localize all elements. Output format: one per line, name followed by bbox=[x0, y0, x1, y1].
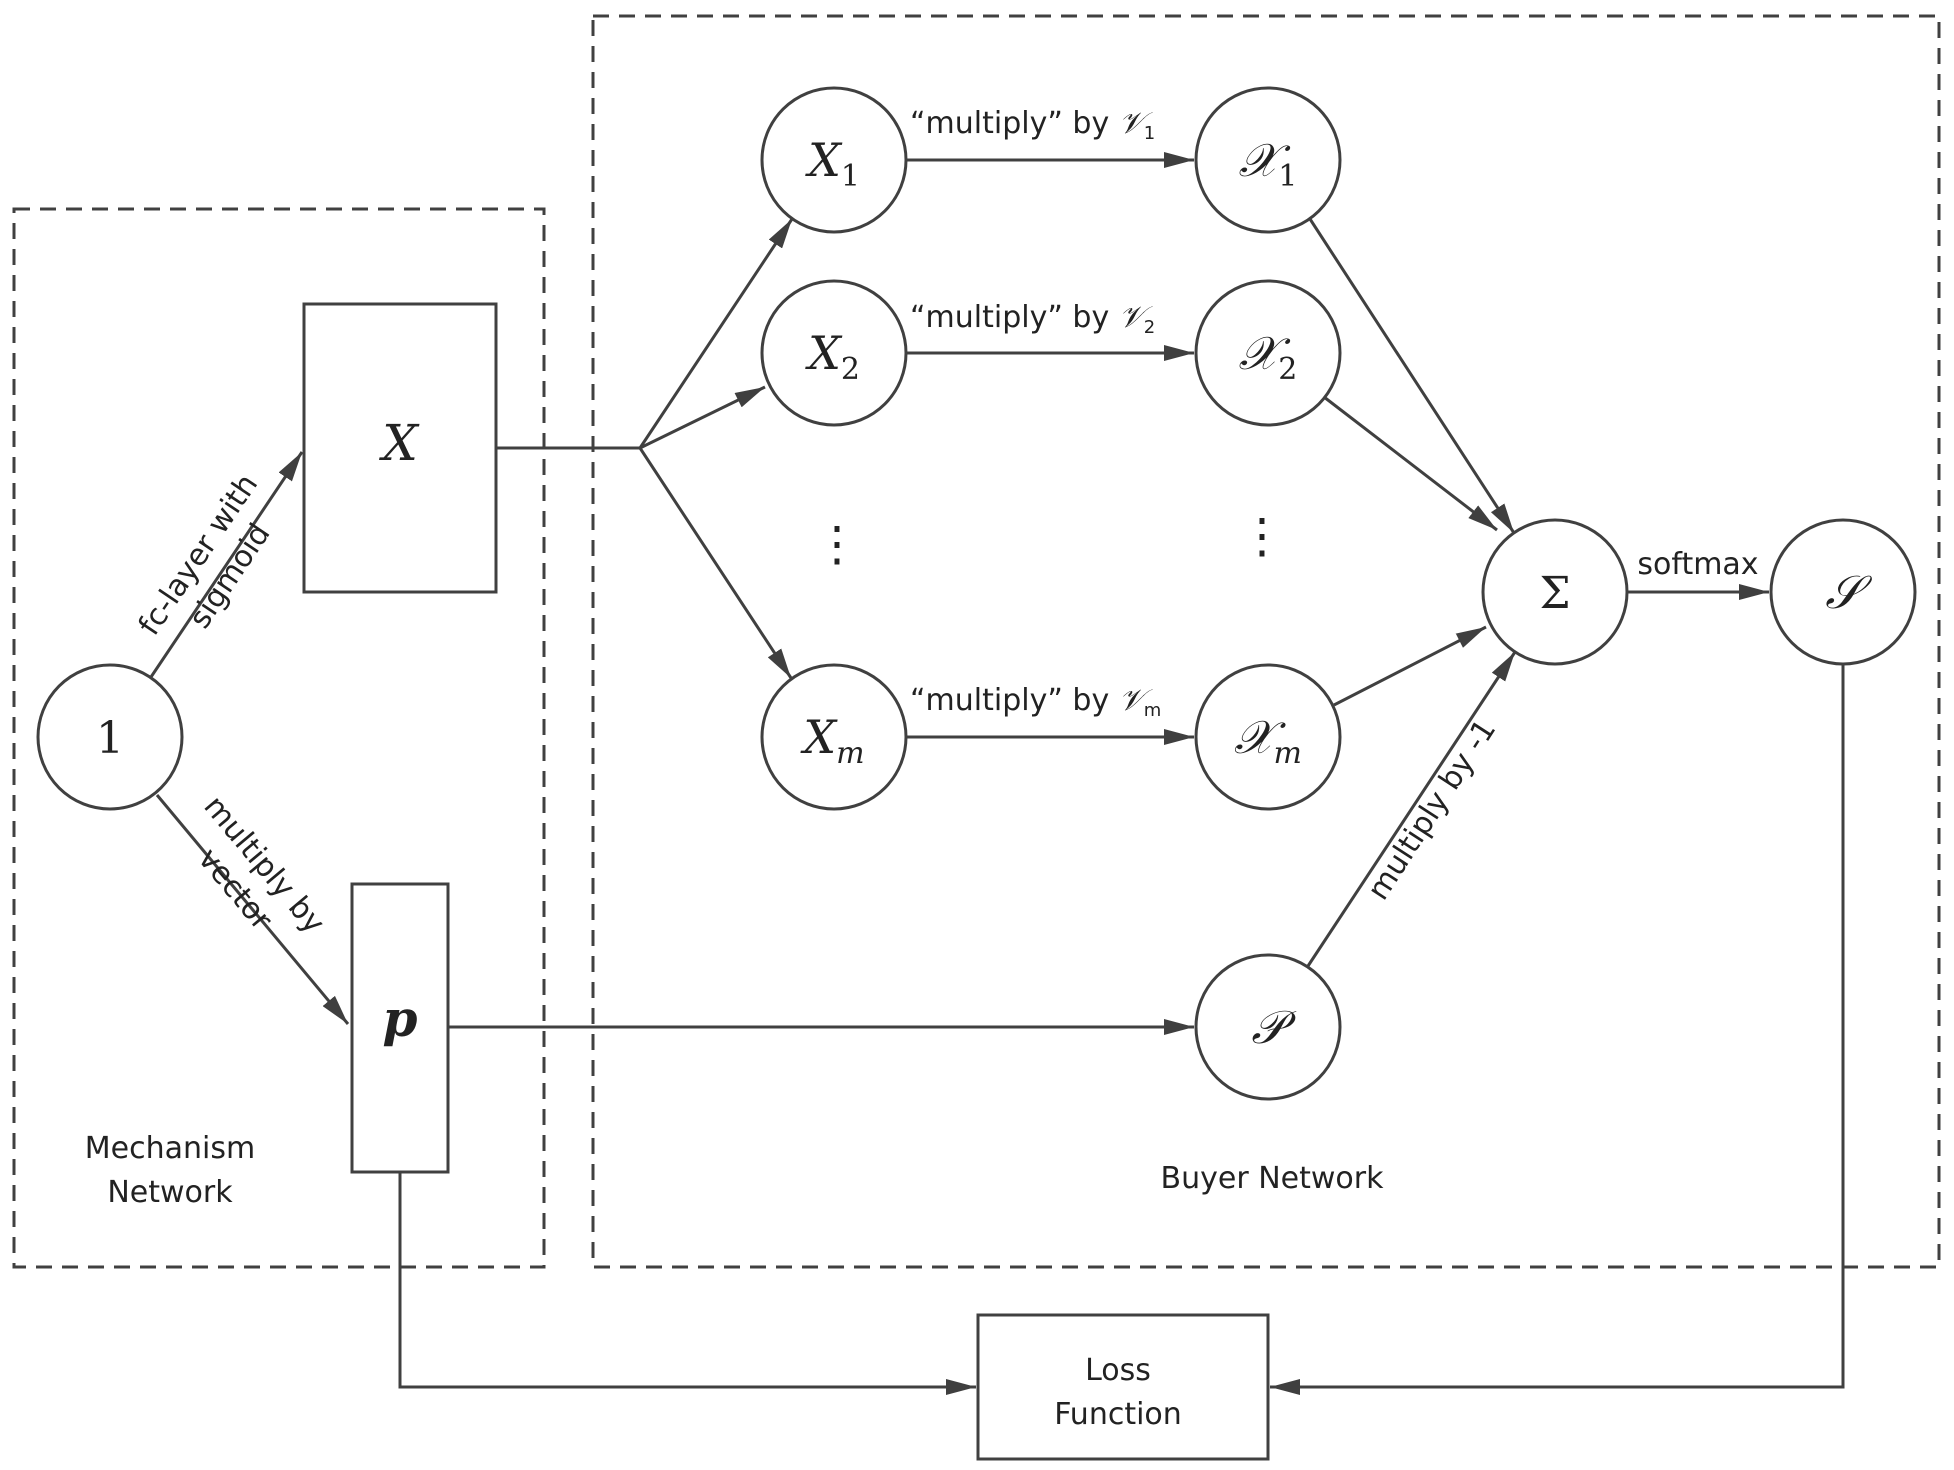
edge-cXm-to-sigma bbox=[1333, 625, 1487, 707]
vdots-right: ⋮ bbox=[1238, 508, 1286, 564]
node-cX1-label: 𝒳1 bbox=[1239, 133, 1298, 194]
buyer-network-box bbox=[591, 14, 1941, 1269]
node-cS-label: 𝒮 bbox=[1825, 565, 1872, 619]
edge-split-to-Xm bbox=[638, 447, 793, 679]
node-sigma-label: Σ bbox=[1539, 568, 1570, 619]
node-cP bbox=[1194, 953, 1342, 1101]
edge-one-to-X bbox=[149, 451, 304, 678]
node-cX1 bbox=[1194, 86, 1342, 234]
node-Xm-label: Xm bbox=[800, 710, 864, 771]
edge-split-to-X1 bbox=[638, 218, 794, 449]
node-cXm-label: 𝒳m bbox=[1234, 710, 1302, 771]
node-one-label: 1 bbox=[96, 713, 124, 764]
multiply-neg1-label: multiply by -1 bbox=[1361, 713, 1503, 906]
node-X2-label: X2 bbox=[805, 326, 860, 387]
edge-one-to-p bbox=[155, 794, 350, 1025]
edge-split-to-X2 bbox=[639, 385, 766, 450]
mechanism-network-label-line2: Network bbox=[107, 1175, 233, 1210]
mechanism-network-box bbox=[12, 207, 546, 1269]
softmax-label: softmax bbox=[1637, 547, 1758, 582]
edge-cS-to-loss bbox=[1270, 664, 1845, 1395]
mechanism-network-label-line1: Mechanism bbox=[85, 1131, 255, 1166]
node-p-label: p bbox=[383, 989, 418, 1048]
edge-cX1-to-sigma bbox=[1308, 218, 1516, 534]
edge-p-to-loss bbox=[398, 1172, 976, 1395]
loss-function-box bbox=[976, 1313, 1270, 1461]
buyer-network-label: Buyer Network bbox=[1161, 1161, 1385, 1196]
multiply-V2-label: “multiply” by 𝒱2 bbox=[910, 300, 1155, 338]
node-cXm bbox=[1194, 663, 1342, 811]
node-X1-label: X1 bbox=[805, 133, 860, 194]
edge-cX2-to-sigma bbox=[1323, 395, 1498, 532]
node-one bbox=[36, 663, 184, 811]
node-cX2 bbox=[1194, 279, 1342, 427]
edge-cP-to-sigma bbox=[1306, 651, 1517, 967]
node-cP-label: 𝒫 bbox=[1251, 1000, 1296, 1054]
multiply-V1-label: “multiply” by 𝒱1 bbox=[910, 106, 1155, 144]
loss-function-label-line1: Loss bbox=[1085, 1353, 1151, 1388]
node-X-label: X bbox=[378, 414, 420, 472]
loss-function-label-line2: Function bbox=[1054, 1397, 1182, 1432]
vdots-left: ⋮ bbox=[813, 516, 861, 572]
multiply-Vm-label: “multiply” by 𝒱m bbox=[910, 683, 1161, 721]
node-cX2-label: 𝒳2 bbox=[1239, 326, 1298, 387]
